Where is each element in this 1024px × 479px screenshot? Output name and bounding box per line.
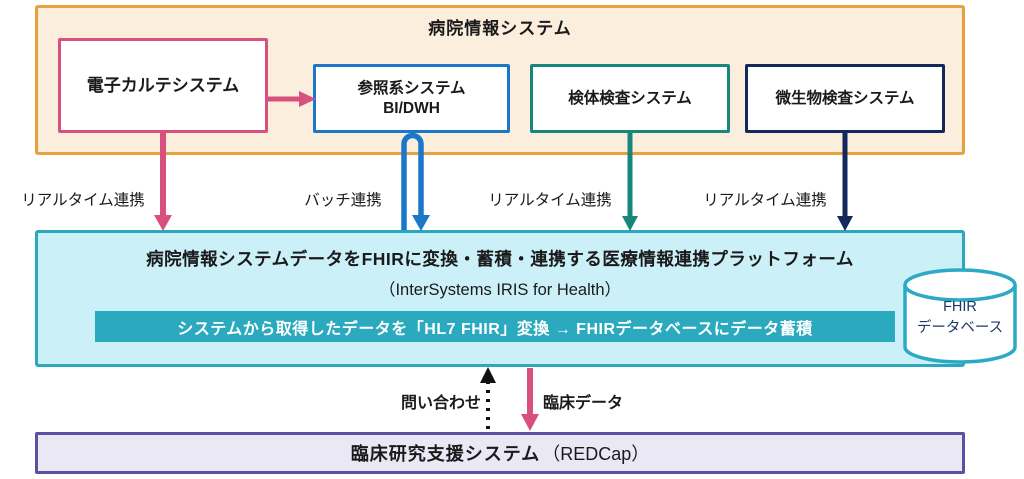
fhir-platform-box — [35, 230, 965, 367]
fhir-platform-title: 病院情報システムデータをFHIRに変換・蓄積・連携する医療情報連携プラットフォー… — [146, 249, 854, 269]
fhir-platform-subtitle: （InterSystems IRIS for Health） — [378, 281, 622, 299]
fhir-database-label-line2: データベース — [916, 320, 1004, 337]
clinical-data-flow-label: 臨床データ — [543, 395, 624, 412]
flow-label-realtime-emr: リアルタイム連携 — [5, 184, 161, 213]
query-dotted-arrow — [480, 367, 496, 429]
microbiology-system-box: 微生物検査システム — [745, 64, 945, 133]
bi-dwh-system-box: 参照系システム BI/DWH — [313, 64, 510, 133]
fhir-database-label: FHIR データベース — [905, 297, 1015, 339]
emr-system-box: 電子カルテシステム — [58, 38, 268, 133]
flow-label-batch: バッチ連携 — [286, 184, 400, 213]
redcap-system-suffix: （REDCap） — [542, 444, 650, 464]
lab-test-system-box: 検体検査システム — [530, 64, 730, 133]
query-flow-label: 問い合わせ — [400, 395, 481, 412]
microbiology-system-label: 微生物検査システム — [775, 89, 915, 107]
fhir-database-label-line1: FHIR — [943, 299, 977, 315]
flow-label-realtime-micro: リアルタイム連携 — [687, 184, 843, 213]
redcap-system-box: 臨床研究支援システム （REDCap） — [35, 432, 965, 474]
hospital-system-title: 病院情報システム — [428, 19, 572, 38]
flow-label-realtime-lab: リアルタイム連携 — [472, 184, 628, 213]
bi-dwh-label-line2: BI/DWH — [383, 99, 440, 117]
bi-dwh-label-line1: 参照系システム — [357, 80, 466, 98]
fhir-process-bar: システムから取得したデータを「HL7 FHIR」変換 → FHIRデータベースに… — [95, 311, 895, 342]
clinical-data-arrow — [521, 368, 539, 431]
lab-test-system-label: 検体検査システム — [568, 89, 692, 107]
redcap-system-title: 臨床研究支援システム — [350, 444, 541, 464]
emr-system-label: 電子カルテシステム — [86, 75, 240, 95]
